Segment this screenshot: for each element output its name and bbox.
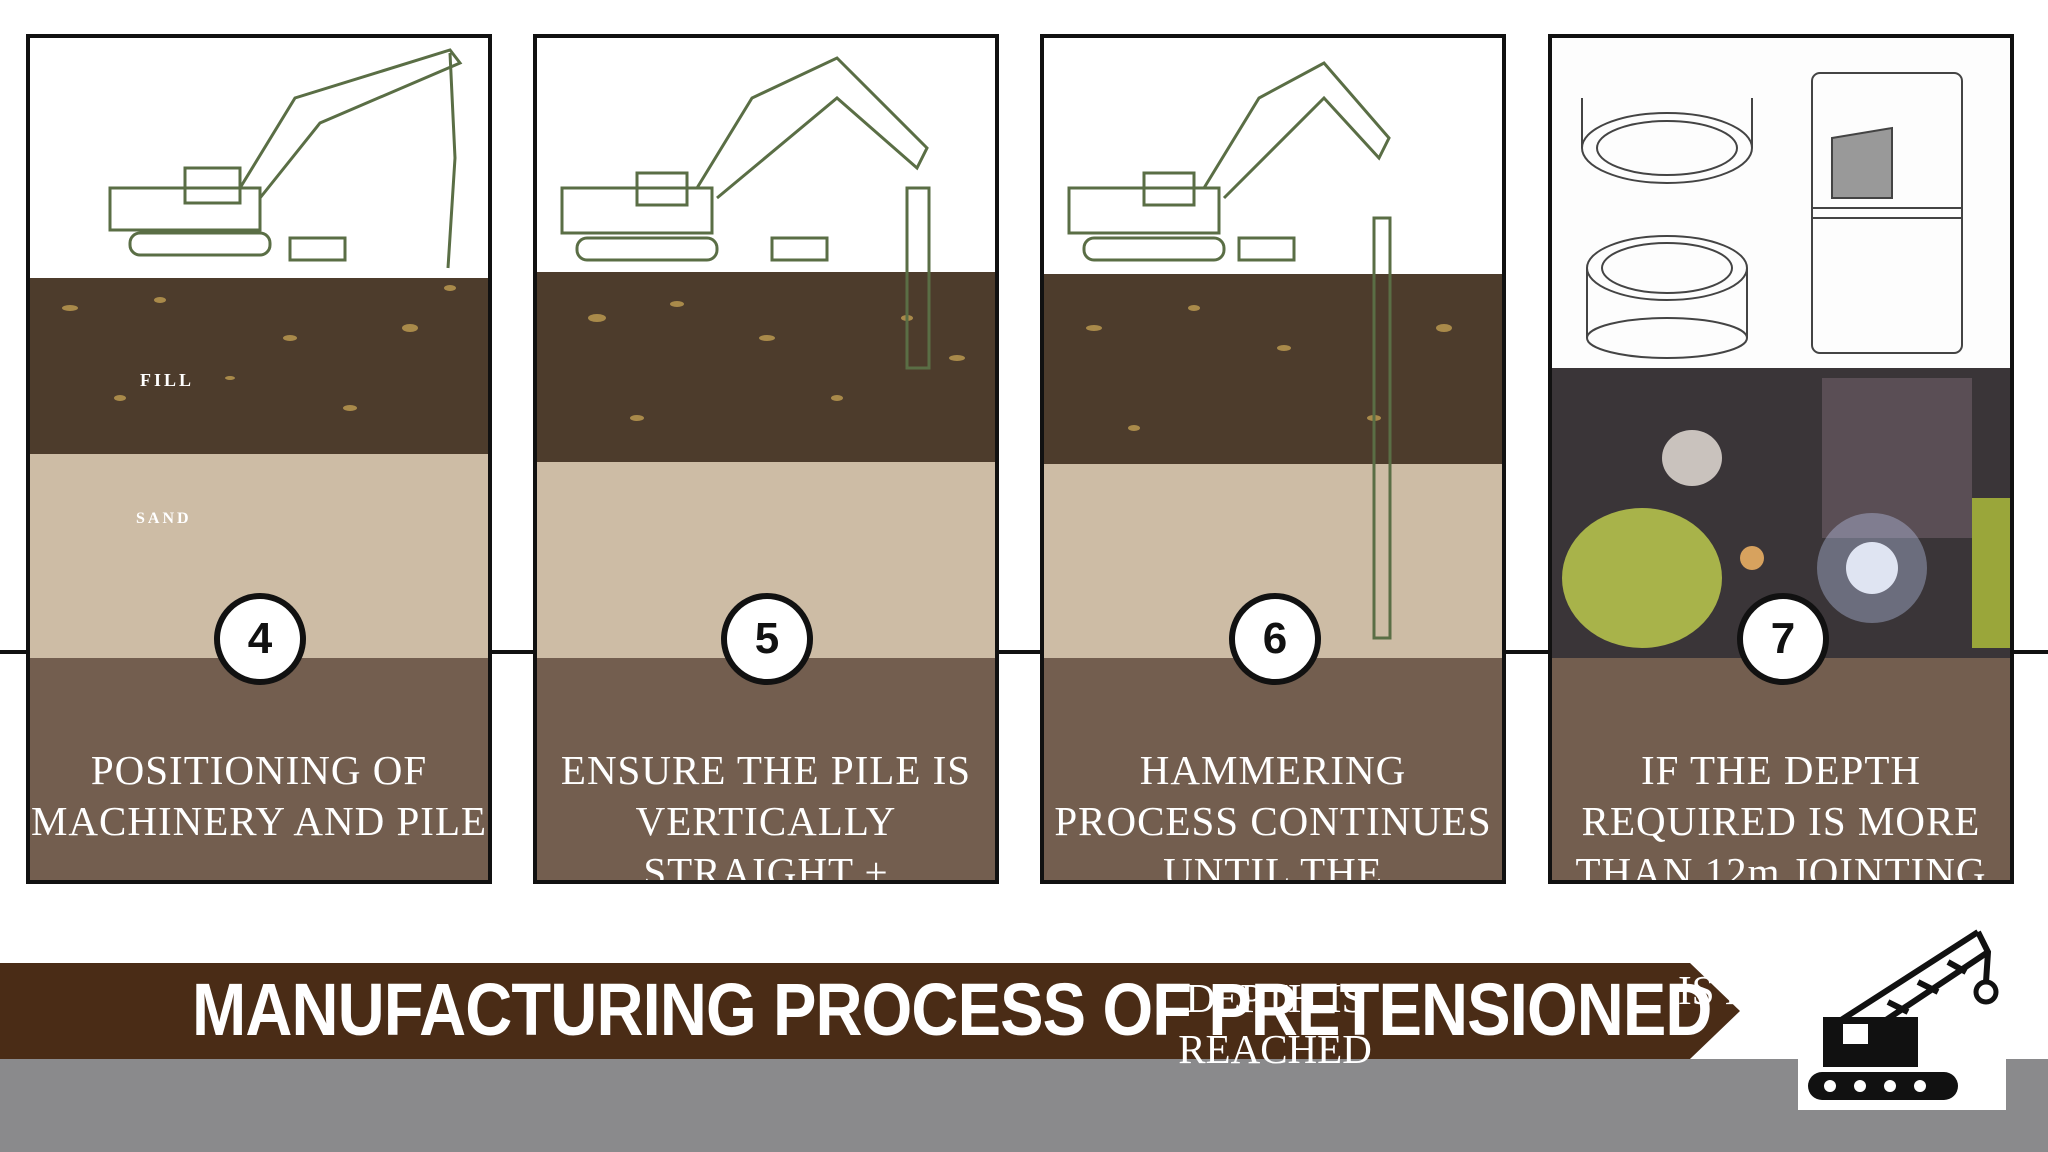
- patent-drawing: [1581, 72, 1963, 359]
- bottom-bar: [0, 1059, 2048, 1152]
- step-panel-6: HAMMERING PROCESS CONTINUES UNTIL THE: [1040, 34, 1506, 884]
- step-caption-6-overflow: DEPTH IS REACHED: [1178, 975, 1372, 1072]
- step-panel-7: IF THE DEPTH REQUIRED IS MORE THAN 12m J…: [1548, 34, 2014, 884]
- step-caption-4: POSITIONING OF MACHINERY AND PILE: [30, 658, 488, 880]
- step-caption-6: HAMMERING PROCESS CONTINUES UNTIL THE: [1044, 658, 1502, 880]
- title-band: [0, 963, 1740, 1059]
- step-number-5: 5: [721, 593, 813, 685]
- soil-scene-5: [537, 38, 995, 661]
- excavator-icon: [1067, 61, 1392, 640]
- timeline-line: [0, 650, 2048, 654]
- step-panel-5: ENSURE THE PILE IS VERTICALLY STRAIGHT +…: [533, 34, 999, 884]
- excavator-icon: [560, 56, 931, 370]
- step-number-7: 7: [1737, 593, 1829, 685]
- soil-label-fill: FILL: [140, 370, 195, 390]
- soil-scene-6: [1044, 38, 1502, 661]
- slide-title: MANUFACTURING PROCESS OF PRETENSIONED SP…: [192, 968, 2048, 1051]
- step-caption-7-overflow: IS R: [1677, 967, 1753, 1013]
- soil-scene-4: FILL SAND: [30, 38, 488, 661]
- soil-label-sand: SAND: [136, 510, 192, 527]
- step-number-6: 6: [1229, 593, 1321, 685]
- crane-icon: [1798, 912, 2006, 1110]
- step-panel-4: FILL SAND POSITIONING OF MACHINERY AND P…: [26, 34, 492, 884]
- step-caption-7: IF THE DEPTH REQUIRED IS MORE THAN 12m J…: [1552, 658, 2010, 880]
- jointing-scene-7: [1552, 38, 2010, 661]
- step-caption-5: ENSURE THE PILE IS VERTICALLY STRAIGHT +…: [537, 658, 995, 880]
- step-number-4: 4: [214, 593, 306, 685]
- excavator-icon: [108, 48, 463, 269]
